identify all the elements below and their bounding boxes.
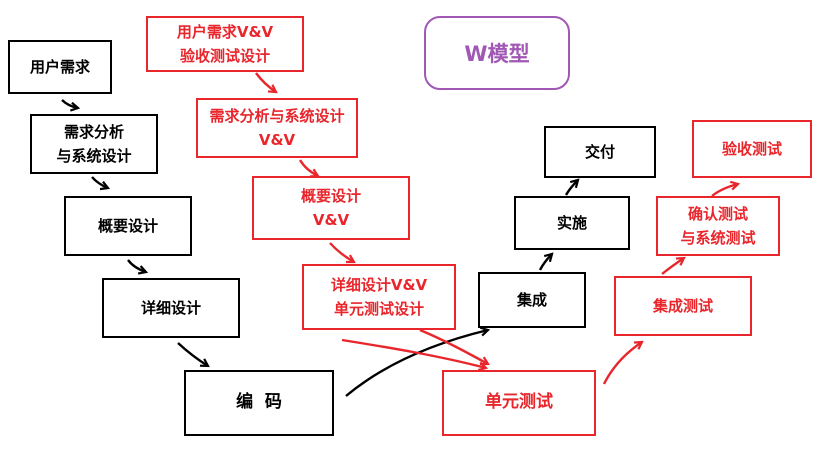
node-label: 概要设计 (97, 217, 158, 235)
node-user-requirements: 用户需求 (8, 40, 112, 94)
node-unit-test: 单元测试 (442, 370, 596, 436)
node-label: 用户需求 (29, 58, 90, 76)
node-delivery: 交付 (544, 126, 656, 178)
node-label: 需求分析与系统设计 (209, 107, 345, 125)
arrow-vv3-vv4 (329, 242, 354, 262)
node-confirmation-test: 确认测试 与系统测试 (656, 196, 780, 256)
node-detailed-design: 详细设计 (102, 278, 240, 338)
arrow-vv4-unit (419, 328, 488, 364)
node-label: 与系统测试 (680, 229, 756, 247)
arrow-code-unit (341, 338, 486, 368)
node-integration: 集成 (478, 272, 586, 328)
arrow-vv1-vv2 (255, 72, 276, 92)
node-vv-requirements-analysis: 需求分析与系统设计 V&V (196, 98, 358, 158)
diagram-title: W模型 (424, 16, 570, 90)
arrow-confirm-acceptance (711, 184, 738, 197)
node-label: 概要设计 (300, 187, 361, 205)
arrow-implement-deliver (564, 180, 578, 196)
arrow-analysis-outline (91, 176, 108, 188)
arrow-outline-detail (127, 259, 146, 272)
node-integration-test: 集成测试 (614, 276, 752, 336)
node-label: 实施 (556, 214, 587, 232)
node-label: V&V (312, 211, 350, 229)
node-vv-detailed-design: 详细设计V&V 单元测试设计 (302, 264, 456, 330)
node-label: 详细设计V&V (330, 276, 428, 294)
arrow-integration-confirm (661, 258, 684, 275)
node-label: V&V (258, 131, 296, 149)
node-outline-design: 概要设计 (64, 196, 192, 256)
node-label: 与系统设计 (56, 147, 132, 165)
node-label: 单元测试 (485, 392, 553, 413)
node-label: 单元测试设计 (333, 300, 424, 318)
arrow-integrate-implement (538, 254, 552, 271)
node-label: 集成测试 (652, 297, 713, 315)
node-vv-outline-design: 概要设计 V&V (252, 176, 410, 240)
node-label: 需求分析 (63, 123, 124, 141)
arrow-req-analysis (61, 99, 78, 108)
node-label: 详细设计 (140, 299, 201, 317)
arrow-vv2-vv3 (298, 159, 318, 176)
node-label: 确认测试 (687, 205, 748, 223)
node-coding: 编 码 (184, 370, 334, 436)
node-label: 编 码 (236, 392, 282, 413)
node-requirements-analysis: 需求分析 与系统设计 (30, 114, 158, 174)
arrow-unit-integration (602, 342, 642, 385)
node-label: 交付 (584, 143, 615, 161)
node-label: 用户需求V&V (176, 23, 274, 41)
arrow-detail-code (177, 342, 208, 366)
node-acceptance-test: 验收测试 (692, 120, 812, 178)
node-vv-user-requirements: 用户需求V&V 验收测试设计 (146, 16, 304, 72)
node-label: 集成 (516, 291, 547, 309)
node-label: 验收测试设计 (179, 47, 270, 65)
node-label: 验收测试 (721, 140, 782, 158)
node-implementation: 实施 (514, 196, 630, 250)
